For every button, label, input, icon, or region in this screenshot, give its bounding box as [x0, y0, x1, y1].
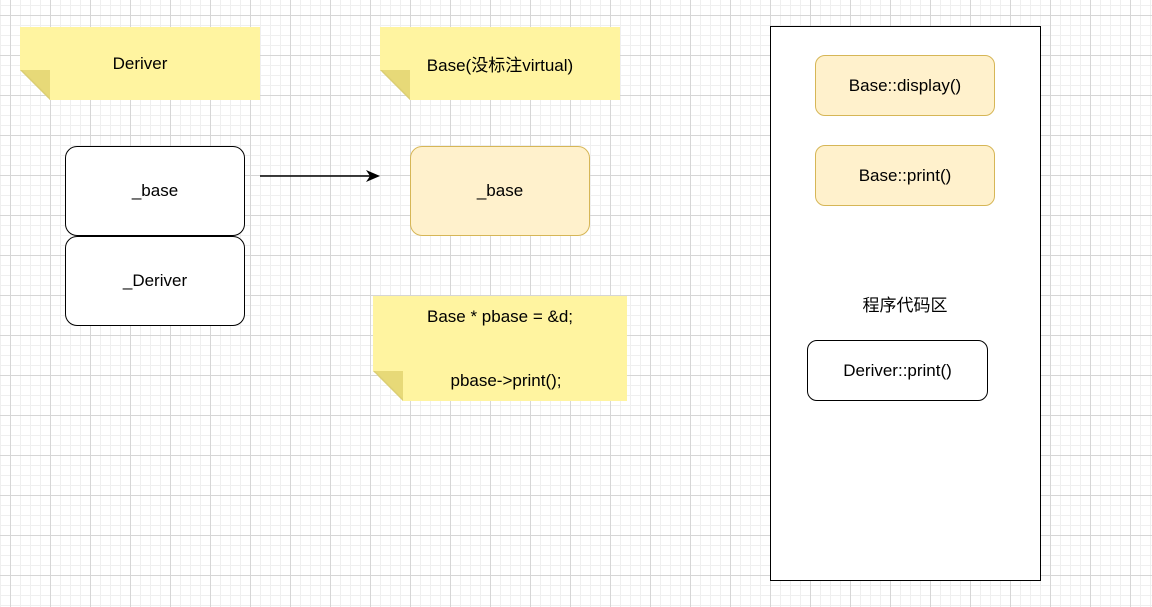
deriver-own-part-label: _Deriver: [122, 271, 188, 290]
base-display-function-label: Base::display(): [848, 75, 962, 95]
deriver-base-part-label: _base: [131, 181, 179, 200]
code-line: Base * pbase = &d;: [426, 306, 574, 326]
deriver-title-label: Deriver: [112, 53, 168, 73]
deriver-title-note[interactable]: Deriver: [20, 27, 260, 100]
base-object-box[interactable]: _base: [410, 146, 590, 236]
deriver-own-part-box[interactable]: _Deriver: [65, 236, 245, 326]
base-print-function-box[interactable]: Base::print(): [815, 145, 995, 206]
base-object-label: _base: [476, 181, 524, 200]
code-area-label: 程序代码区: [862, 296, 948, 315]
deriver-print-function-label: Deriver::print(): [843, 360, 952, 380]
code-area-region[interactable]: [770, 26, 1041, 581]
base-print-function-label: Base::print(): [858, 165, 952, 185]
base-title-note[interactable]: Base(没标注virtual): [380, 27, 620, 100]
base-display-function-box[interactable]: Base::display(): [815, 55, 995, 116]
deriver-base-part-box[interactable]: _base: [65, 146, 245, 236]
code-snippet-note[interactable]: Derived d; Base * pbase = &d; pbase->pri…: [373, 296, 627, 401]
deriver-print-function-box[interactable]: Deriver::print(): [807, 340, 988, 401]
code-line: pbase->print();: [450, 371, 562, 390]
base-title-label: Base(没标注virtual): [426, 56, 574, 75]
